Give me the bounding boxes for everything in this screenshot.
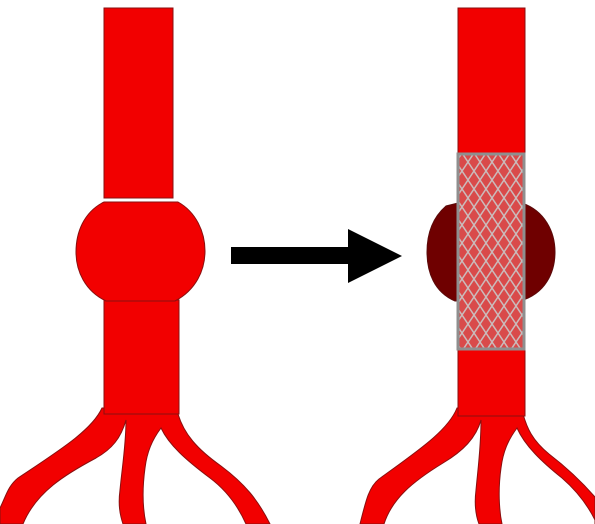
- left-vessel-lower-trunk: [104, 300, 179, 414]
- right-arrow-icon: [231, 229, 402, 283]
- stent-graft: [458, 154, 524, 349]
- left-vessel-group: [0, 8, 270, 524]
- aneurysm-bulge: [76, 202, 205, 301]
- right-vessel-branches: [360, 408, 595, 524]
- left-vessel-branches: [0, 408, 270, 524]
- left-vessel-upper-trunk: [104, 8, 173, 198]
- right-vessel-group: [360, 8, 595, 524]
